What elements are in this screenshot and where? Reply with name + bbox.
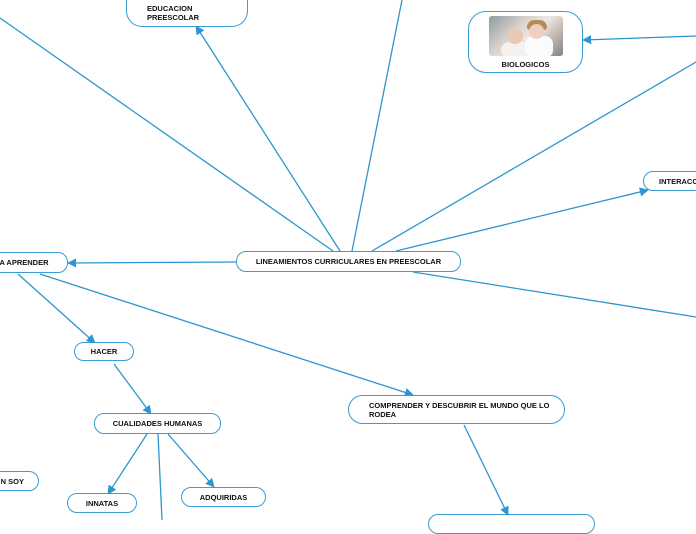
interaccion-node[interactable]: INTERACC — [643, 171, 696, 191]
connector-central-interac — [396, 190, 648, 251]
comprender-mundo-label: COMPRENDER Y DESCUBRIR EL MUNDO QUE LO R… — [369, 401, 554, 419]
hacer-label: HACER — [91, 347, 118, 356]
cualidades-humanas-node[interactable]: CUALIDADES HUMANAS — [94, 413, 221, 434]
children-photo — [489, 16, 563, 56]
offscreen-bottom-node[interactable] — [428, 514, 595, 534]
innatas-node[interactable]: INNATAS — [67, 493, 137, 513]
connector-cualidades-innatas — [108, 434, 147, 494]
aprender-node[interactable]: A APRENDER — [0, 252, 68, 273]
connector-hacer-cualidades — [114, 364, 151, 414]
connector-cualidades-offscreen-bottom — [158, 434, 162, 520]
connector-central-offscreen-right-lower — [413, 272, 696, 317]
aprender-label: A APRENDER — [0, 258, 49, 267]
adquiridas-label: ADQUIRIDAS — [200, 493, 248, 502]
connector-central-aprender — [68, 262, 237, 263]
connector-central-offscreen-topleft — [0, 18, 333, 251]
biologicos-node[interactable]: BIOLOGICOS — [468, 11, 583, 73]
comprender-mundo-node[interactable]: COMPRENDER Y DESCUBRIR EL MUNDO QUE LO R… — [348, 395, 565, 424]
connector-central-offscreen-top — [352, 0, 402, 251]
soy-node[interactable]: N SOY — [0, 471, 39, 491]
connector-central-educacion — [196, 26, 340, 251]
central-topic-node[interactable]: LINEAMIENTOS CURRICULARES EN PREESCOLAR — [236, 251, 461, 272]
soy-label: N SOY — [1, 477, 24, 486]
biologicos-label: BIOLOGICOS — [502, 60, 550, 69]
educacion-preescolar-node[interactable]: EDUCACION PREESCOLAR — [126, 0, 248, 27]
interaccion-label: INTERACC — [659, 177, 696, 186]
connector-comprender-offscreen-node — [464, 425, 508, 515]
connector-aprender-hacer — [18, 274, 95, 343]
connector-offscreen-biologicos — [583, 36, 696, 40]
connector-central-offscreen-right-upper — [372, 62, 696, 251]
connector-cualidades-adquiridas — [168, 434, 214, 487]
innatas-label: INNATAS — [86, 499, 118, 508]
cualidades-humanas-label: CUALIDADES HUMANAS — [113, 419, 203, 428]
central-topic-label: LINEAMIENTOS CURRICULARES EN PREESCOLAR — [256, 257, 441, 266]
hacer-node[interactable]: HACER — [74, 342, 134, 361]
connector-aprender-comprender — [40, 274, 413, 395]
educacion-preescolar-label: EDUCACION PREESCOLAR — [147, 4, 207, 22]
adquiridas-node[interactable]: ADQUIRIDAS — [181, 487, 266, 507]
